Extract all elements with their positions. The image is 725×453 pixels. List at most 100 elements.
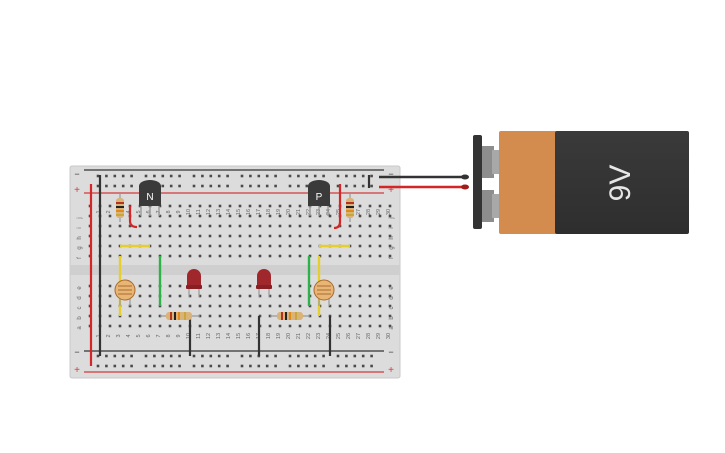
breadboard-hole[interactable] (370, 174, 373, 178)
breadboard-hole[interactable] (298, 294, 302, 298)
breadboard-hole[interactable] (188, 224, 192, 228)
breadboard-hole[interactable] (240, 354, 244, 358)
breadboard-hole[interactable] (348, 224, 352, 228)
breadboard-hole[interactable] (265, 354, 269, 358)
breadboard-hole[interactable] (298, 204, 302, 208)
breadboard-hole[interactable] (378, 324, 382, 328)
breadboard-hole[interactable] (297, 174, 300, 178)
breadboard-hole[interactable] (161, 184, 165, 188)
breadboard-hole[interactable] (298, 244, 302, 248)
breadboard-hole[interactable] (305, 364, 309, 368)
breadboard-hole[interactable] (313, 364, 317, 368)
breadboard-hole[interactable] (148, 224, 152, 228)
breadboard-hole[interactable] (313, 354, 317, 358)
breadboard-hole[interactable] (208, 294, 212, 298)
breadboard-hole[interactable] (198, 244, 202, 248)
breadboard-hole[interactable] (113, 174, 117, 178)
breadboard-hole[interactable] (208, 204, 212, 208)
breadboard-hole[interactable] (138, 324, 142, 328)
breadboard-hole[interactable] (226, 174, 229, 178)
breadboard-hole[interactable] (144, 174, 148, 178)
breadboard-hole[interactable] (318, 324, 322, 328)
breadboard-hole[interactable] (238, 224, 242, 228)
breadboard-hole[interactable] (298, 234, 302, 238)
breadboard-hole[interactable] (238, 314, 242, 318)
breadboard-hole[interactable] (257, 364, 261, 368)
breadboard-hole[interactable] (128, 234, 132, 238)
breadboard-hole[interactable] (328, 254, 332, 258)
breadboard-hole[interactable] (178, 224, 182, 228)
breadboard-hole[interactable] (198, 304, 202, 308)
breadboard-hole[interactable] (218, 314, 222, 318)
breadboard-hole[interactable] (248, 244, 252, 248)
breadboard-hole[interactable] (105, 364, 108, 368)
breadboard-hole[interactable] (368, 284, 372, 288)
breadboard-hole[interactable] (328, 224, 332, 228)
breadboard-hole[interactable] (308, 244, 312, 248)
breadboard-hole[interactable] (348, 254, 352, 258)
breadboard-hole[interactable] (130, 184, 133, 188)
breadboard-hole[interactable] (257, 184, 261, 188)
breadboard-hole[interactable] (168, 244, 172, 248)
breadboard-hole[interactable] (198, 234, 202, 238)
breadboard-hole[interactable] (217, 364, 221, 368)
breadboard-hole[interactable] (178, 354, 181, 358)
breadboard-hole[interactable] (121, 184, 125, 188)
breadboard-hole[interactable] (178, 184, 181, 188)
breadboard-hole[interactable] (368, 324, 372, 328)
breadboard-hole[interactable] (274, 364, 277, 368)
breadboard-hole[interactable] (148, 254, 152, 258)
breadboard-hole[interactable] (358, 284, 362, 288)
breadboard-hole[interactable] (368, 244, 372, 248)
breadboard-hole[interactable] (113, 364, 117, 368)
breadboard-hole[interactable] (345, 354, 348, 358)
breadboard-hole[interactable] (298, 304, 302, 308)
photoresistor-right[interactable] (313, 279, 335, 306)
breadboard-hole[interactable] (121, 354, 125, 358)
breadboard-hole[interactable] (338, 284, 342, 288)
breadboard-hole[interactable] (345, 184, 348, 188)
breadboard-hole[interactable] (178, 284, 182, 288)
breadboard-hole[interactable] (226, 364, 229, 368)
breadboard-hole[interactable] (198, 224, 202, 228)
breadboard-hole[interactable] (178, 324, 182, 328)
breadboard-hole[interactable] (288, 244, 292, 248)
breadboard-hole[interactable] (268, 204, 272, 208)
breadboard-hole[interactable] (288, 174, 292, 178)
breadboard-hole[interactable] (218, 234, 222, 238)
breadboard-hole[interactable] (288, 324, 292, 328)
resistor-top-right[interactable] (346, 194, 354, 222)
breadboard-hole[interactable] (108, 224, 112, 228)
breadboard-hole[interactable] (288, 354, 292, 358)
breadboard-hole[interactable] (322, 364, 325, 368)
breadboard-hole[interactable] (168, 204, 172, 208)
breadboard-hole[interactable] (113, 354, 117, 358)
breadboard-hole[interactable] (288, 204, 292, 208)
breadboard-hole[interactable] (158, 324, 162, 328)
breadboard-hole[interactable] (308, 234, 312, 238)
breadboard-hole[interactable] (153, 364, 156, 368)
breadboard-hole[interactable] (148, 294, 152, 298)
breadboard-hole[interactable] (278, 284, 282, 288)
breadboard-hole[interactable] (298, 284, 302, 288)
breadboard-hole[interactable] (288, 234, 292, 238)
breadboard-hole[interactable] (96, 184, 100, 188)
transistor-npn[interactable]: N (139, 180, 161, 216)
breadboard-hole[interactable] (105, 354, 108, 358)
breadboard-hole[interactable] (378, 204, 382, 208)
breadboard-hole[interactable] (178, 244, 182, 248)
breadboard-hole[interactable] (249, 184, 252, 188)
breadboard-hole[interactable] (168, 294, 172, 298)
breadboard-hole[interactable] (358, 304, 362, 308)
breadboard-hole[interactable] (368, 314, 372, 318)
breadboard-hole[interactable] (138, 314, 142, 318)
breadboard-hole[interactable] (338, 294, 342, 298)
breadboard-hole[interactable] (121, 174, 125, 178)
breadboard-hole[interactable] (248, 314, 252, 318)
resistor-bottom-left[interactable] (160, 312, 200, 320)
breadboard-hole[interactable] (169, 174, 173, 178)
breadboard-hole[interactable] (208, 304, 212, 308)
breadboard-hole[interactable] (288, 184, 292, 188)
breadboard-hole[interactable] (128, 324, 132, 328)
breadboard-hole[interactable] (198, 214, 202, 218)
